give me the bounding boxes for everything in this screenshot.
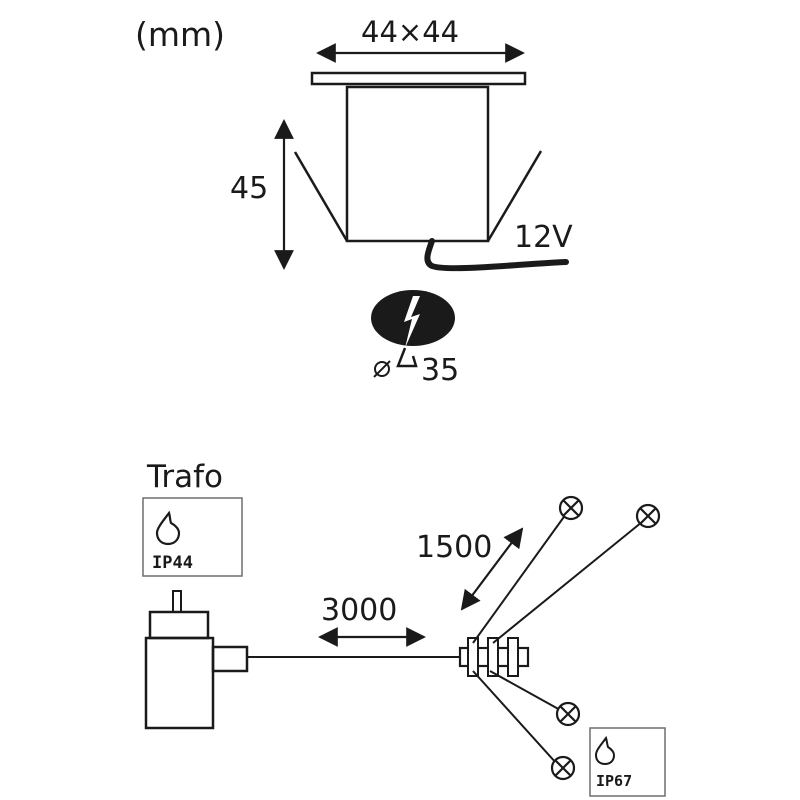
plug-pin <box>172 590 182 613</box>
drill-bit-tip <box>396 347 418 368</box>
drill-bit-icon <box>404 296 420 348</box>
wiring-diagram: Trafo IP44 3000 1500 <box>142 459 666 797</box>
lamp-symbol-icon <box>555 701 581 727</box>
connector-3 <box>507 637 519 677</box>
left-spring-clip <box>293 151 349 242</box>
lamp-symbol-icon <box>550 755 576 781</box>
transformer-output <box>211 645 249 673</box>
diameter-symbol-icon <box>374 361 390 377</box>
diameter-symbol-slash <box>373 360 391 378</box>
connector-1 <box>467 637 479 677</box>
water-drop-icon <box>155 510 181 546</box>
lamp-body <box>345 85 490 243</box>
trafo-rating-box <box>142 497 243 577</box>
light-rating-label: IP67 <box>596 772 632 790</box>
lamp-symbol-icon <box>635 503 661 529</box>
power-cable <box>424 238 569 272</box>
width-dimension-label: 44×44 <box>361 15 459 49</box>
connector-2 <box>487 637 499 677</box>
branch-cable-length-arrow <box>460 527 524 611</box>
branch-cable-length-label: 1500 <box>416 530 492 565</box>
trafo-label: Trafo <box>146 459 223 495</box>
plug-top <box>148 610 210 640</box>
transformer-body <box>144 636 215 730</box>
right-spring-clip <box>486 150 543 242</box>
light-rating-box <box>589 727 666 797</box>
water-drop-icon <box>594 735 616 766</box>
voltage-label: 12V <box>514 220 573 255</box>
branch-cable-3 <box>489 670 563 712</box>
hole-diameter-label: 35 <box>421 353 459 388</box>
main-cable-length-label: 3000 <box>321 593 397 628</box>
trafo-rating-label: IP44 <box>152 553 193 573</box>
branch-cable-4 <box>472 670 558 765</box>
cover-plate <box>310 71 527 86</box>
unit-label: (mm) <box>135 15 225 54</box>
spot-dimension-drawing: (mm) 44×44 45 12V 35 <box>135 15 573 388</box>
lamp-symbol-icon <box>558 495 584 521</box>
branch-cable-2 <box>492 521 643 644</box>
height-dimension-label: 45 <box>230 171 268 206</box>
